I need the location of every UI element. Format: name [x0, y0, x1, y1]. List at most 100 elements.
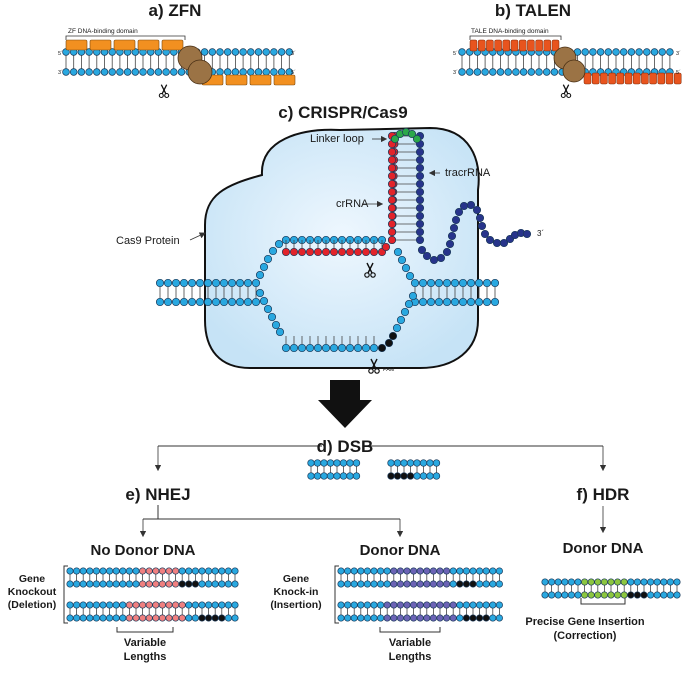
knockin-dna-1-bottom-bead — [449, 580, 457, 588]
knockout-dna-2-bottom-bead — [145, 614, 153, 622]
knockin-dna-1-top-bead — [370, 567, 378, 575]
dsb-fragment-right-bottom-bead — [393, 472, 402, 480]
knockout-dna-2-top-bead — [139, 601, 147, 609]
knockout-dna-1-bottom-bead — [152, 580, 160, 588]
zfn-3prime-left: 3´ — [58, 70, 63, 76]
knockout-dna-1-bottom-bead — [92, 580, 100, 588]
zfn-dna-bottom-bead — [277, 68, 286, 76]
knockin-dna-2-bottom-bead — [377, 614, 385, 622]
knockout-dna-1-top-bead — [231, 567, 239, 575]
knockin-dna-2-bottom-bead — [370, 614, 378, 622]
knockin-dna-2-top-bead — [363, 601, 371, 609]
nontarget-strand-bead — [275, 327, 285, 337]
tracrrna-tail-bead — [422, 251, 432, 261]
crispr-right-dna-top-bead — [434, 278, 444, 288]
tracrrna-stem-bead — [415, 203, 425, 213]
hdr-dna-bottom-bead — [548, 591, 556, 599]
knockin-dna-1-top-bead — [337, 567, 345, 575]
crispr-right-dna-bottom-bead — [474, 297, 484, 307]
zfn-dna-top-bead — [262, 48, 270, 56]
hdr-dna-top-bead — [581, 578, 589, 586]
dsb-fragment-right-top-bead — [387, 459, 395, 467]
knockin-dna-1-bottom-bead — [476, 580, 484, 588]
hdr-dna-top-bead — [548, 578, 556, 586]
knockout-dna-2-top-bead — [172, 601, 180, 609]
knockout-dna-1-bottom-bead — [119, 580, 127, 588]
knockout-dna-2-bottom-bead — [132, 614, 140, 622]
knockout-dna-2-top-bead — [218, 601, 226, 609]
nontarget-strand-bead — [400, 307, 410, 317]
hdr-dna-bottom-bead — [673, 591, 681, 599]
crispr-left-dna-top-bead — [195, 278, 205, 288]
knockout-dna-1-top-bead — [119, 567, 127, 575]
knockin-dna-1-top-bead — [363, 567, 371, 575]
crrna-stem-bead — [387, 203, 397, 213]
knockout-dna-2-bottom-bead — [119, 614, 127, 622]
nontarget-strand-bead — [259, 296, 269, 306]
talen-dna-bottom-bead — [535, 68, 543, 76]
knockout-dna-2-bottom-bead — [218, 614, 226, 622]
knockin-dna-1-top-bead — [383, 567, 391, 575]
knockout-dna-1-top-bead — [224, 567, 232, 575]
tale-repeat-top — [477, 39, 486, 52]
dsb-fragment-left-bottom-bead — [326, 472, 335, 480]
crrna-stem-bead — [387, 171, 397, 181]
variable-lengths-left-1: Variable — [124, 637, 166, 649]
zfn-dna-bottom-bead — [123, 68, 132, 76]
hdr-dna-bottom-bead — [600, 591, 608, 599]
dsb-fragment-right-top-bead — [406, 459, 415, 467]
zfn-dna-bottom-bead — [223, 68, 232, 76]
variable-lengths-right-1: Variable — [389, 637, 431, 649]
knockout-dna-1-top-bead — [66, 567, 74, 575]
nontarget-strand-bead — [361, 343, 371, 353]
crrna-bead — [305, 247, 315, 257]
zfn-foki-bottom — [187, 59, 213, 85]
talen-dna-top-bead — [604, 48, 613, 56]
knockin-dna-2-top-bead — [344, 601, 352, 609]
crrna-bead — [281, 247, 291, 257]
crrna-stem-bead — [387, 227, 397, 237]
nontarget-strand-bead — [305, 343, 315, 353]
knockout-dna-1-bottom-bead — [165, 580, 173, 588]
talen-dna-bottom-bead — [519, 68, 528, 76]
knockout-dna-1-bottom-bead — [224, 580, 232, 588]
knockout-dna-2-top-bead — [92, 601, 100, 609]
knockin-dna-2-top-bead — [403, 601, 411, 609]
nontarget-strand-bead — [404, 299, 414, 309]
tale-repeat-bottom — [583, 72, 592, 85]
crispr-left-dna-bottom-bead — [243, 297, 253, 307]
dsb-fragment-left-bottom-bead — [313, 472, 322, 480]
knockout-label-3: (Deletion) — [8, 599, 56, 611]
hdr-dna-top-bead — [600, 578, 608, 586]
tale-domain-label: TALE DNA-binding domain — [471, 28, 549, 35]
hdr-dna-bottom-bead — [640, 591, 648, 599]
hdr-dna-top-bead — [574, 578, 582, 586]
talen-5prime-left: 5´ — [453, 51, 458, 57]
knockin-dna-1-top-bead — [469, 567, 477, 575]
zfn-dna-top-bead — [231, 48, 240, 56]
tracrrna-tail-bead — [477, 221, 487, 231]
knockout-dna-2-top-bead — [145, 601, 153, 609]
knockout-dna-1-bottom-bead — [178, 580, 186, 588]
knockout-dna-2-top-bead — [86, 601, 94, 609]
tracrrna-tail-bead — [442, 247, 452, 257]
hdr-dna-bottom-bead — [574, 591, 582, 599]
knockin-bracket — [334, 565, 339, 624]
knockin-dna-2-bottom-bead — [423, 614, 431, 622]
tracrrna-stem-bead — [415, 187, 425, 197]
crrna-stem-bead — [387, 179, 397, 189]
knockout-dna-1-top-bead — [165, 567, 173, 575]
nontarget-strand-bead — [271, 320, 281, 330]
knockout-dna-1-bottom-bead — [145, 580, 153, 588]
knockin-dna-1-top-bead — [443, 567, 451, 575]
knockin-dna-1-bottom-bead — [410, 580, 418, 588]
knockin-dna-2-top-bead — [456, 601, 464, 609]
crispr-left-dna-bottom-bead — [227, 297, 237, 307]
knockin-dna-1-bottom-bead — [495, 580, 503, 588]
target-strand-bead — [274, 239, 284, 249]
tracrrna-stem-bead — [415, 235, 425, 245]
hdr-dna-top-bead — [653, 578, 661, 586]
hdr-dna-bottom-bead — [666, 591, 674, 599]
knockout-dna-1-bottom-bead — [112, 580, 120, 588]
dsb-fragment-right-bottom-bead — [419, 472, 428, 480]
